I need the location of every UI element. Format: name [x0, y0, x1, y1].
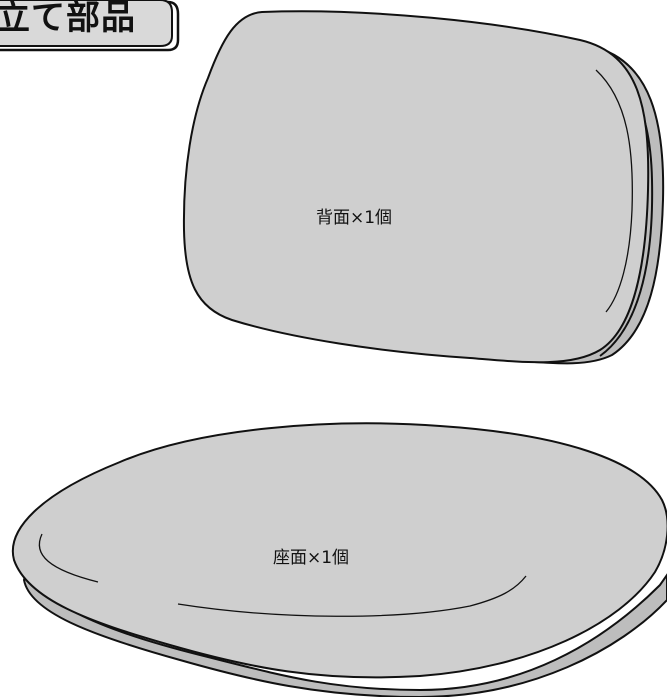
seat-label: 座面×1個	[273, 548, 350, 568]
header-title: 立て部品	[0, 0, 136, 38]
back-rest-part	[182, 10, 665, 365]
seat-part	[11, 422, 667, 697]
header-tab: 立て部品	[0, 0, 180, 46]
back-rest-label: 背面×1個	[316, 208, 393, 228]
header-tab-shape	[0, 0, 180, 52]
